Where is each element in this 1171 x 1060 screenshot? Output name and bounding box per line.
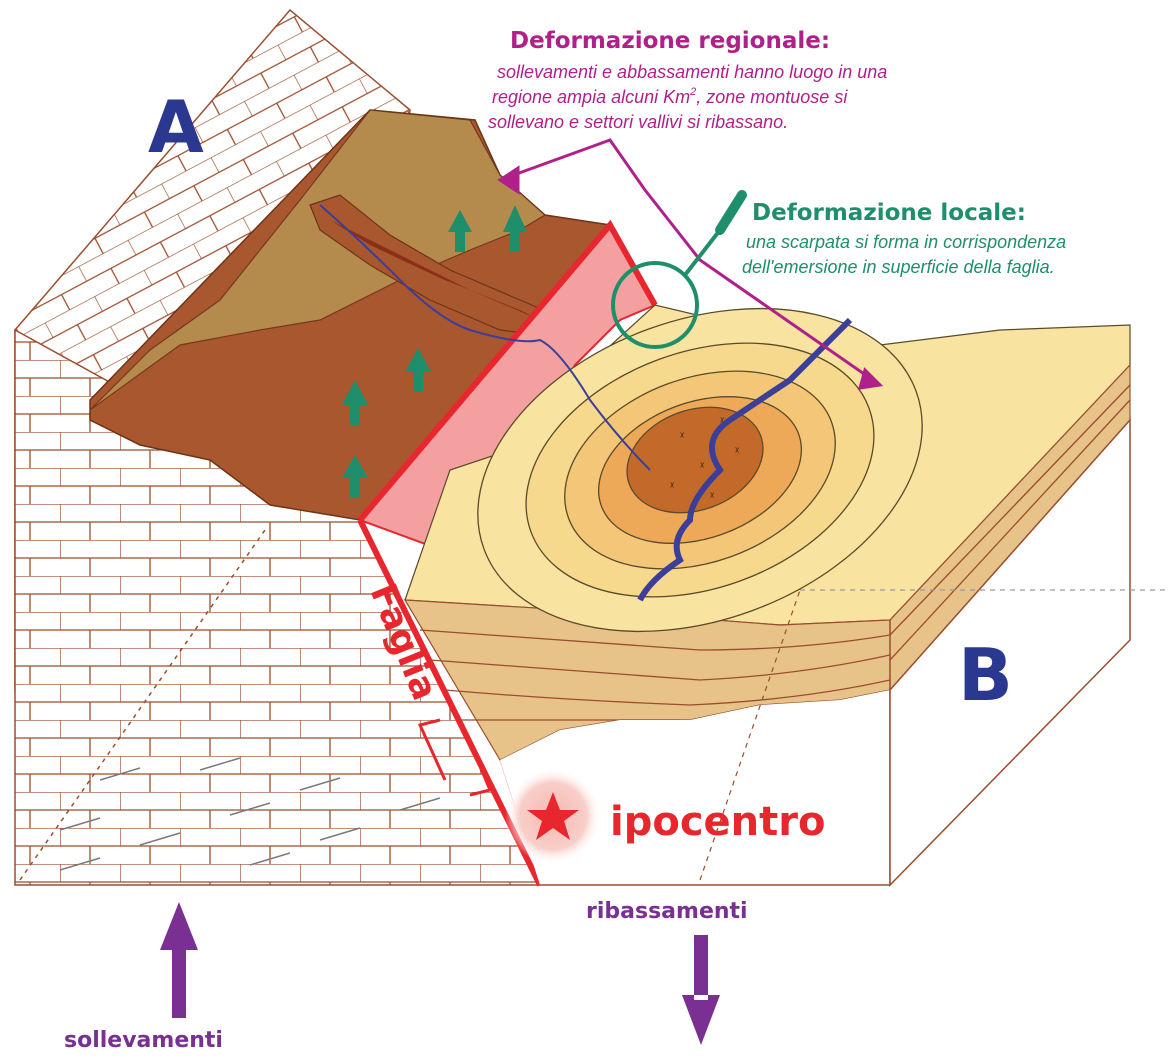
subsidence-label: ribassamenti bbox=[586, 899, 748, 924]
svg-text:ᵡ: ᵡ bbox=[735, 444, 740, 458]
uplift-arrow-icon bbox=[160, 902, 198, 1018]
block-b-label: B bbox=[958, 633, 1013, 717]
svg-text:ᵡ: ᵡ bbox=[670, 479, 675, 493]
hypocentre-label: ipocentro bbox=[610, 799, 825, 845]
regional-line-1: sollevamenti e abbassamenti hanno luogo … bbox=[497, 62, 887, 82]
subsidence-arrow-icon bbox=[682, 935, 720, 1045]
hypocentre bbox=[505, 768, 601, 864]
svg-text:ᵡ: ᵡ bbox=[710, 489, 715, 503]
svg-text:ᵡ: ᵡ bbox=[700, 459, 705, 473]
svg-text:ᵡ: ᵡ bbox=[680, 429, 685, 443]
local-line-1: una scarpata si forma in corrispondenza bbox=[746, 232, 1066, 252]
regional-title: Deformazione regionale: bbox=[510, 28, 830, 54]
regional-line-3: sollevano e settori vallivi si ribassano… bbox=[488, 112, 788, 132]
regional-line-2: regione ampia alcuni Km2, zone montuose … bbox=[492, 86, 848, 107]
uplift-label: sollevamenti bbox=[64, 1028, 223, 1053]
local-title: Deformazione locale: bbox=[752, 200, 1026, 226]
local-line-2: dell'emersione in superficie della fagli… bbox=[742, 257, 1055, 277]
block-a-label: A bbox=[148, 85, 204, 169]
